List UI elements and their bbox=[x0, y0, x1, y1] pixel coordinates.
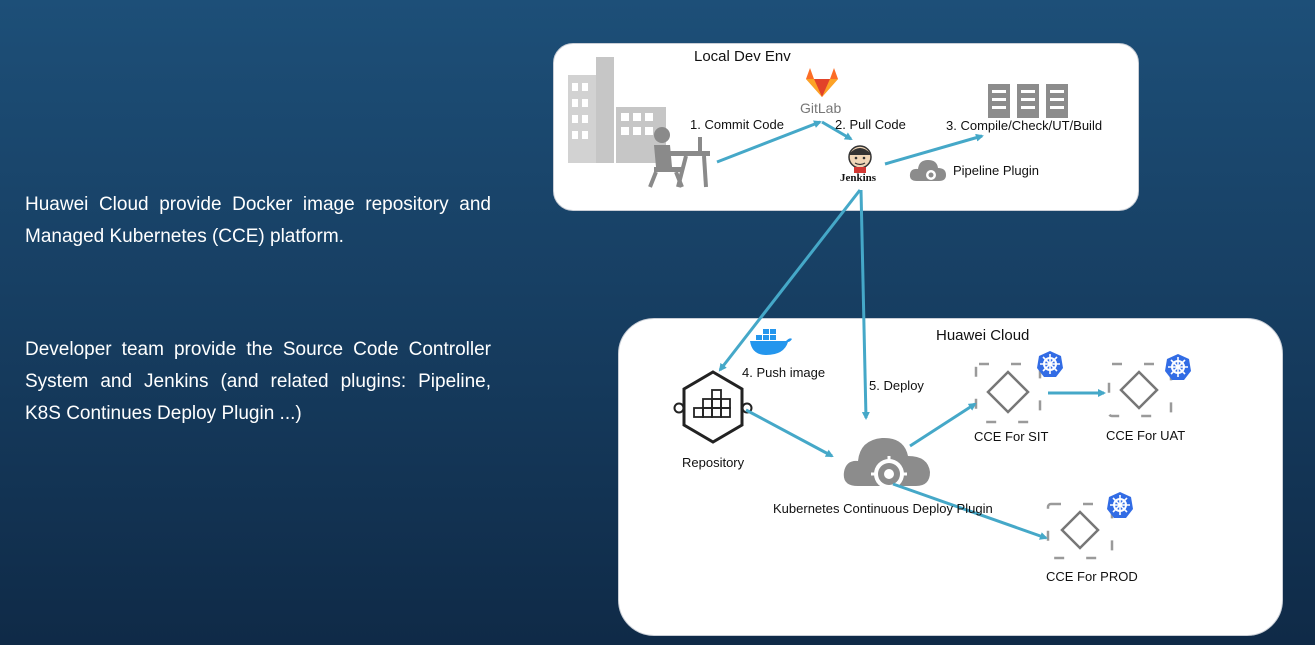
description-paragraph-developer: Developer team provide the Source Code C… bbox=[25, 339, 491, 424]
huawei-cloud-title: Huawei Cloud bbox=[936, 327, 1030, 344]
jenkins-label: Jenkins bbox=[840, 172, 877, 184]
repository-label: Repository bbox=[682, 455, 745, 470]
cce-sit-label: CCE For SIT bbox=[974, 429, 1049, 444]
arrow-deploy bbox=[859, 189, 870, 420]
pipeline-plugin-label: Pipeline Plugin bbox=[953, 163, 1040, 178]
kubernetes-prod-icon bbox=[1107, 492, 1133, 518]
docker-icon bbox=[750, 329, 792, 355]
developer-office-icon bbox=[568, 57, 710, 188]
cce-prod-label: CCE For PROD bbox=[1046, 569, 1138, 584]
step-commit-code-label: 1. Commit Code bbox=[690, 117, 784, 132]
cce-prod-icon bbox=[1046, 502, 1114, 560]
gitlab-label: GitLab bbox=[800, 100, 842, 116]
arrow-plugin-to-prod bbox=[892, 482, 1048, 540]
step-pull-code-label: 2. Pull Code bbox=[835, 117, 906, 132]
step-deploy-label: 5. Deploy bbox=[869, 378, 924, 393]
jenkins-icon bbox=[848, 145, 872, 173]
kubernetes-uat-icon bbox=[1165, 354, 1191, 380]
k8s-deploy-plugin-cloud-icon bbox=[843, 437, 930, 492]
arrow-push-image bbox=[718, 189, 862, 372]
step-push-image-label: 4. Push image bbox=[742, 365, 826, 380]
gitlab-icon bbox=[806, 68, 838, 97]
description-paragraph-cloud: Huawei Cloud provide Docker image reposi… bbox=[25, 194, 491, 247]
arrow-commit-code bbox=[716, 120, 822, 164]
arrow-plugin-to-sit bbox=[909, 402, 977, 448]
cce-uat-icon bbox=[1107, 362, 1173, 418]
cce-uat-label: CCE For UAT bbox=[1106, 428, 1186, 443]
build-server-icon bbox=[988, 84, 1068, 118]
pipeline-plugin-cloud-icon bbox=[909, 160, 946, 181]
k8s-deploy-plugin-label: Kubernetes Continuous Deploy Plugin bbox=[773, 501, 993, 516]
step-compile-build-label: 3. Compile/Check/UT/Build bbox=[946, 118, 1103, 133]
kubernetes-sit-icon bbox=[1037, 351, 1063, 377]
cce-sit-icon bbox=[974, 362, 1042, 424]
arrow-pull-code bbox=[821, 120, 853, 141]
local-dev-env-title: Local Dev Env bbox=[694, 48, 791, 65]
arrow-compile-build bbox=[884, 133, 984, 166]
repository-icon bbox=[673, 370, 753, 444]
arrow-repo-to-plugin bbox=[745, 408, 834, 458]
